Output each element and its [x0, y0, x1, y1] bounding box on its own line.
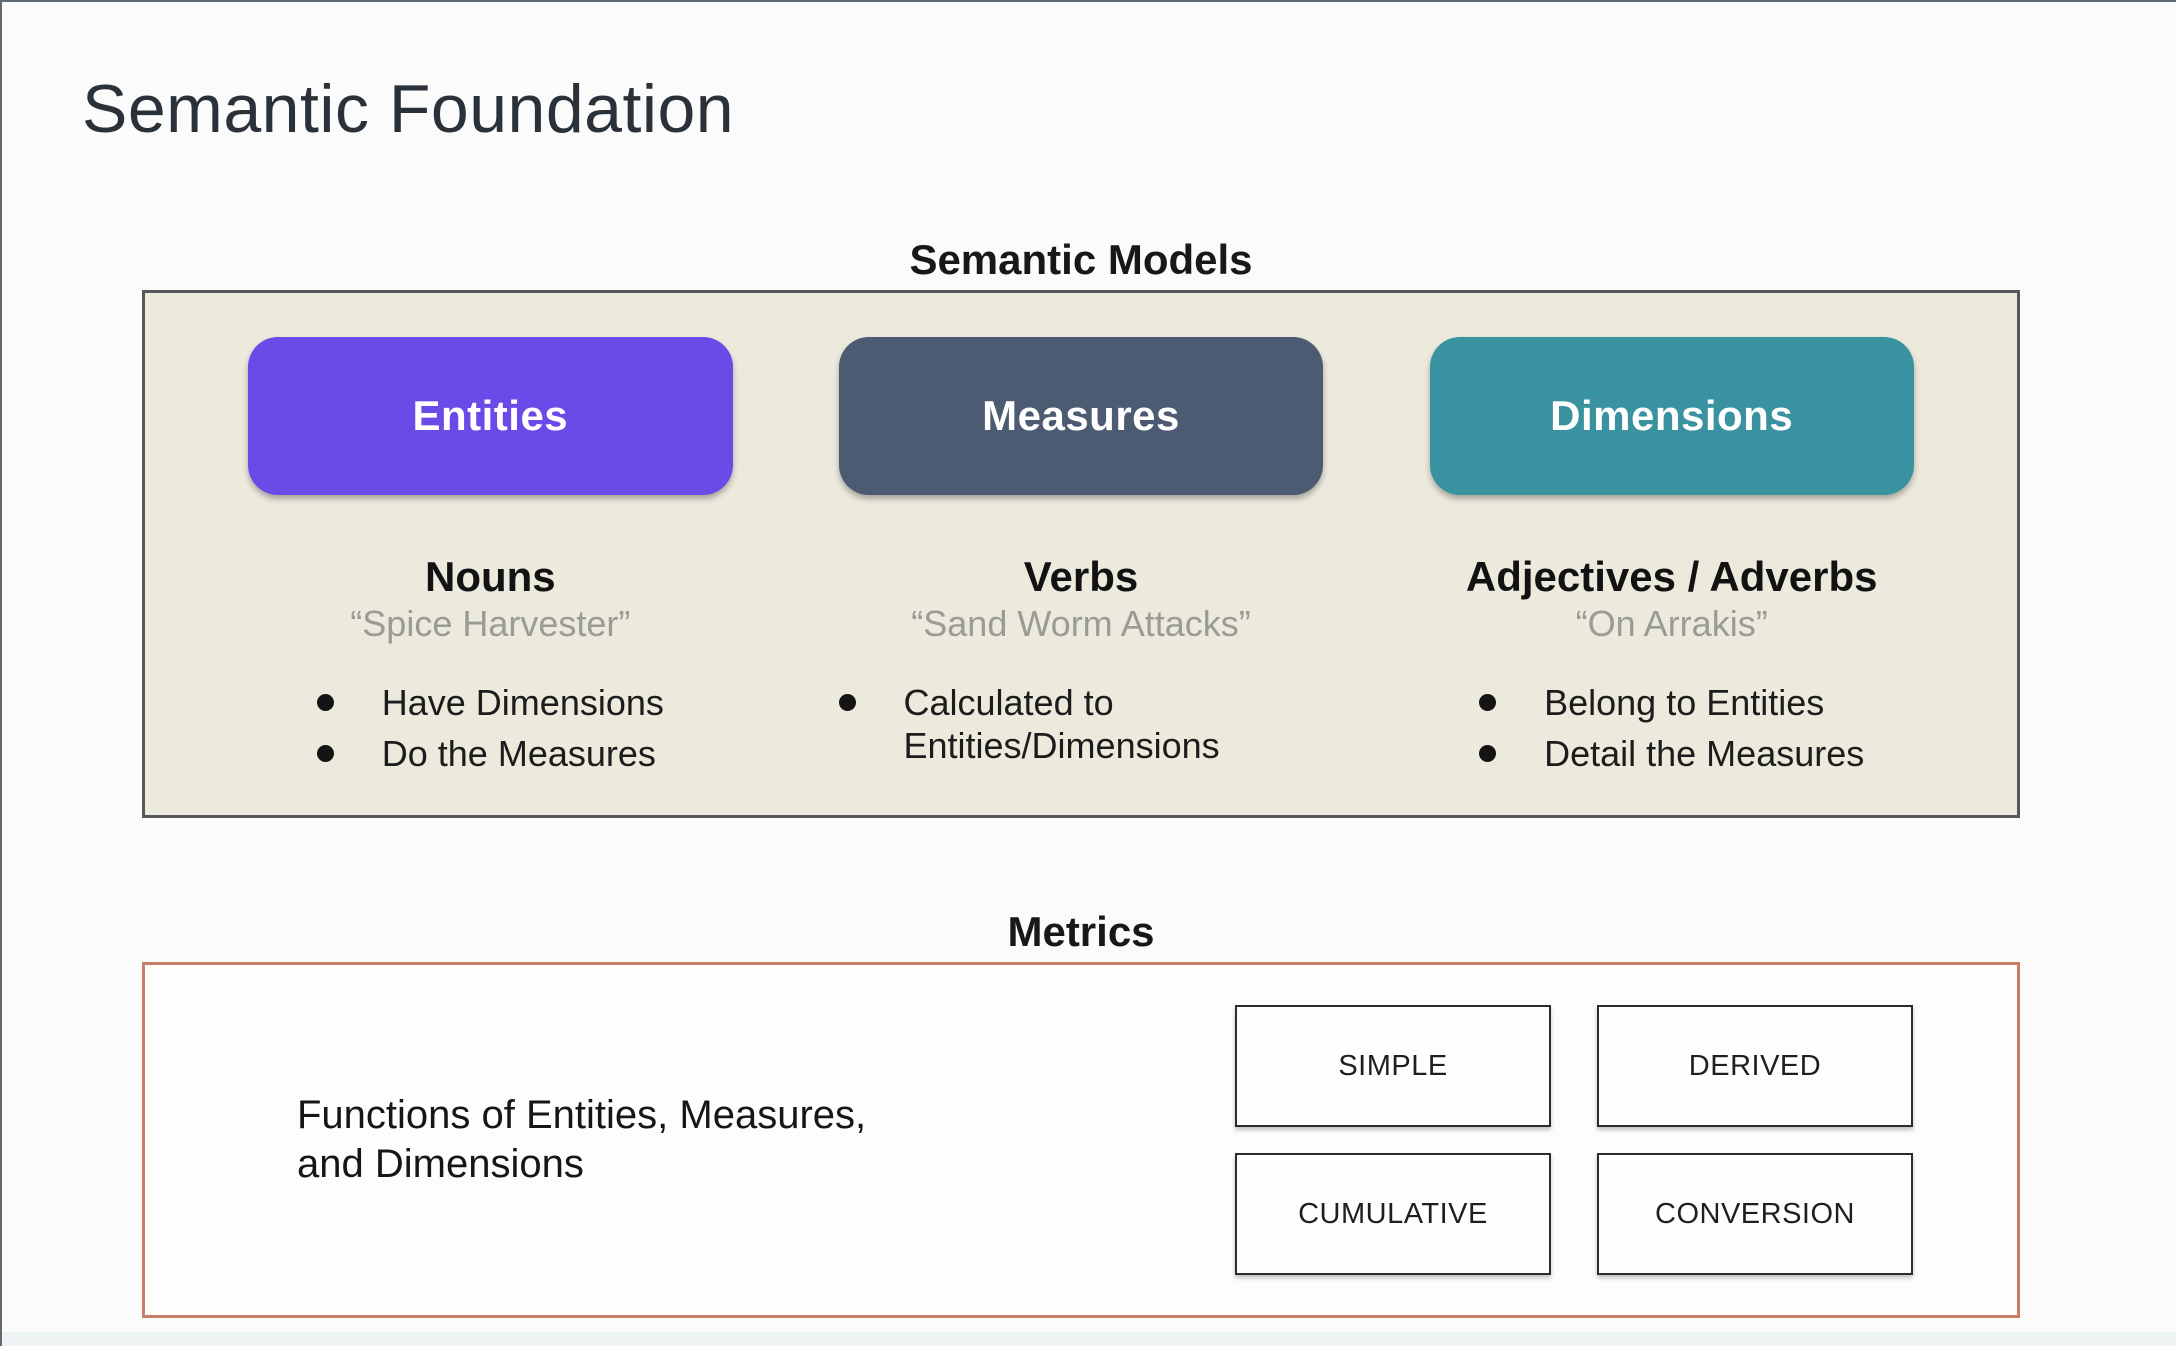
measures-example-quote: “Sand Worm Attacks”	[911, 603, 1251, 645]
bullet-dot	[1479, 745, 1497, 763]
measures-pill: Measures	[838, 337, 1324, 495]
dimensions-pill: Dimensions	[1429, 337, 1914, 495]
bullet-text: Belong to Entities	[1544, 682, 1825, 724]
dimensions-bullet-list: Belong to Entities Detail the Measures	[1479, 681, 1864, 775]
metric-type-box-cumulative: CUMULATIVE	[1235, 1153, 1551, 1275]
measures-part-of-speech: Verbs	[1023, 553, 1139, 600]
measures-bullet-list: Calculated to Entities/Dimensions	[838, 681, 1324, 767]
bullet-dot	[316, 745, 334, 763]
metrics-description-line1: Functions of Entities, Measures,	[297, 1093, 867, 1138]
bullet-item: Have Dimensions	[316, 681, 664, 724]
metric-type-box-conversion: CONVERSION	[1597, 1153, 1913, 1275]
entities-example-quote: “Spice Harvester”	[350, 603, 631, 645]
metric-type-box-simple: SIMPLE	[1235, 1005, 1551, 1127]
bullet-dot	[838, 694, 856, 712]
bullet-dot	[316, 694, 334, 712]
metric-type-box-derived: DERIVED	[1597, 1005, 1913, 1127]
dimensions-example-quote: “On Arrakis”	[1575, 603, 1768, 645]
bullet-text: Calculated to Entities/Dimensions	[903, 682, 1220, 767]
bottom-strip	[2, 1332, 2176, 1346]
slide-title: Semantic Foundation	[82, 71, 735, 147]
bullet-item: Detail the Measures	[1479, 732, 1864, 775]
metrics-description: Functions of Entities, Measures, and Dim…	[297, 1091, 866, 1189]
measures-column: Measures Verbs “Sand Worm Attacks” Calcu…	[786, 337, 1377, 815]
metrics-panel: Functions of Entities, Measures, and Dim…	[142, 962, 2020, 1318]
entities-bullet-list: Have Dimensions Do the Measures	[316, 681, 664, 775]
bullet-item: Calculated to Entities/Dimensions	[838, 681, 1324, 767]
metrics-heading: Metrics	[1007, 908, 1155, 955]
metrics-description-line2: and Dimensions	[297, 1142, 584, 1186]
bullet-item: Do the Measures	[316, 732, 664, 775]
entities-pill: Entities	[248, 337, 733, 495]
dimensions-part-of-speech: Adjectives / Adverbs	[1465, 553, 1878, 600]
semantic-models-panel: Entities Nouns “Spice Harvester” Have Di…	[142, 290, 2020, 818]
metric-types-grid: SIMPLE DERIVED CUMULATIVE CONVERSION	[1235, 1005, 1913, 1275]
bullet-text: Detail the Measures	[1544, 733, 1865, 775]
bullet-text: Have Dimensions	[381, 682, 664, 724]
dimensions-column: Dimensions Adjectives / Adverbs “On Arra…	[1376, 337, 1967, 815]
bullet-item: Belong to Entities	[1479, 681, 1864, 724]
bullet-dot	[1479, 694, 1497, 712]
entities-part-of-speech: Nouns	[425, 553, 556, 600]
bullet-text: Do the Measures	[381, 733, 656, 775]
semantic-models-heading: Semantic Models	[909, 236, 1253, 283]
entities-column: Entities Nouns “Spice Harvester” Have Di…	[195, 337, 786, 815]
